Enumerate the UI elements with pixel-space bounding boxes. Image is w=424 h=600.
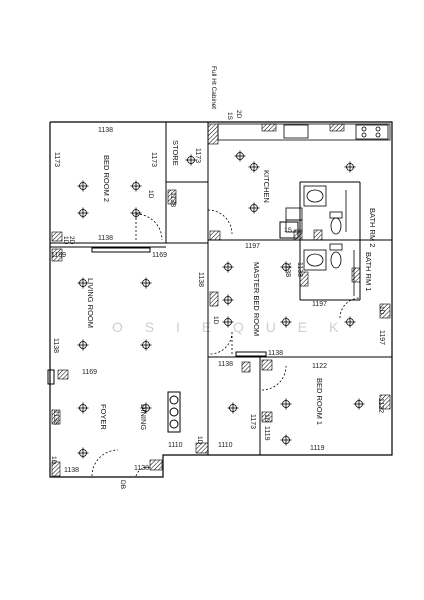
dim-bedroom1-left: 1173 <box>249 414 256 429</box>
door-tag-bath1: 1D <box>378 306 385 315</box>
dim-bedroom2-top: 1138 <box>98 127 113 134</box>
sanitary-fixtures <box>303 185 355 296</box>
door-tag-dining: 1D <box>196 436 203 445</box>
dim-dining-bottom-right: 1110 <box>218 442 233 449</box>
dim-bath1-right: 1197 <box>378 330 385 345</box>
dim-living-top-right: 1169 <box>152 252 167 259</box>
dim-store: 1173 <box>194 148 201 163</box>
dim-bedroom1-top: 1122 <box>312 363 327 370</box>
outer-walls <box>49 121 393 478</box>
dim-dining-bottom-left: 1110 <box>168 442 183 449</box>
door-tag-master: 1D <box>212 316 219 325</box>
dim-foyer-top: 1169 <box>82 369 97 376</box>
door-tag-bedroom2: 1D <box>147 190 154 199</box>
dim-master-right: 1138 <box>284 262 291 277</box>
dim-bedroom2-left: 1173 <box>53 152 60 167</box>
kitchen-label: KITCHEN <box>262 170 271 203</box>
dim-bath-wall: 1138 <box>296 262 303 277</box>
dim-entrance-bottom: 1138 <box>64 467 79 474</box>
bedroom-2-label: BED ROOM 2 <box>102 155 111 202</box>
dim-dining-inner: 1138 <box>218 361 233 368</box>
door-tag-living: 1D <box>62 236 69 245</box>
door-tag-living-2d: 2D <box>68 236 75 245</box>
switch-tag-1s-top: 1S <box>226 112 233 121</box>
dim-bedroom2-right: 1173 <box>150 152 157 167</box>
full-height-cabinet-label: Full Ht Cabinet <box>210 66 217 109</box>
bath-room-1-label: BATH RM 1 <box>364 252 373 291</box>
store-label: STORE <box>171 140 180 166</box>
dim-living-left: 1138 <box>52 338 59 353</box>
door-tag-bedroom1: 1D <box>263 414 270 423</box>
watermark-text: O S I E Q U E K <box>112 319 347 335</box>
door-tag-entrance: 1D <box>50 456 57 465</box>
distribution-board-label: DB <box>119 480 126 489</box>
dim-bedroom1-bottom: 1119 <box>310 445 325 452</box>
dim-master-left: 1138 <box>197 272 204 287</box>
switch-tag-1s-kitchen: 1S <box>284 227 293 234</box>
dim-master-bottom: 1138 <box>268 350 283 357</box>
dim-foyer-left: 1138 <box>52 410 59 425</box>
dim-bedroom2-bottom: 1138 <box>98 235 113 242</box>
master-bedroom-label: MASTER BED ROOM <box>252 262 261 336</box>
dim-store-lower: 1138 <box>169 192 176 207</box>
door-tag-2d-top: 2D <box>235 110 242 119</box>
bath-room-2-label: BATH RM 2 <box>368 208 377 247</box>
living-room-label: LIVING ROOM <box>86 278 95 328</box>
dim-bedroom1-door: 1119 <box>263 426 270 441</box>
kitchen-counter <box>217 123 391 233</box>
dim-living-top-left: 1169 <box>51 252 66 259</box>
dim-bedroom1-right: 1122 <box>377 398 384 413</box>
dim-kitchen-bottom: 1197 <box>245 243 260 250</box>
dim-foyer-bottom-right: 1138 <box>134 465 149 472</box>
light-fixtures <box>77 150 365 459</box>
wall-columns <box>51 123 391 477</box>
dim-bath1-bottom: 1197 <box>312 301 327 308</box>
built-in-wardrobes <box>47 221 299 433</box>
dining-label: DINING <box>139 404 148 430</box>
bedroom-1-label: BED ROOM 1 <box>315 378 324 425</box>
foyer-label: FOYER <box>99 404 108 430</box>
